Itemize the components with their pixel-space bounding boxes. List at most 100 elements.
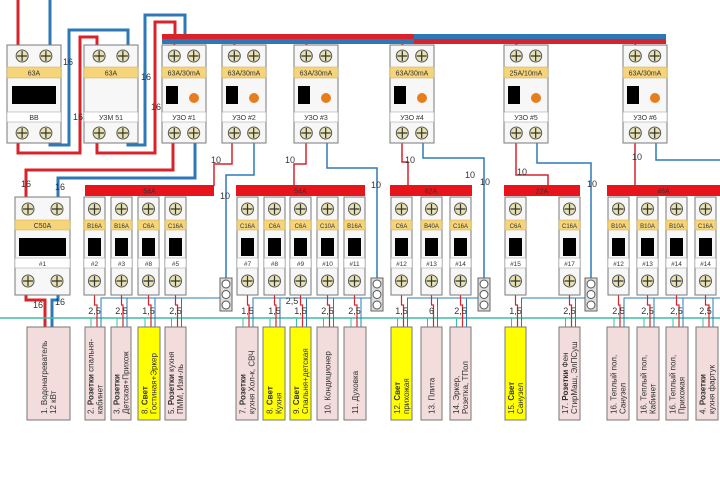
load-label: 16. Теплый пол, [610,355,619,414]
breaker-name: #3 [118,261,126,268]
neutral-wire [181,297,226,327]
breaker-10: B16A#11 [343,196,366,296]
wire-gauge-label: 1,5 [142,306,155,316]
load-label: Санузел [516,383,525,414]
test-button-icon [189,93,199,103]
breaker-name: #2 [91,261,99,268]
wire [655,143,720,161]
load-text: Прихожая [678,377,687,414]
load-label: 8. Свет [141,386,150,414]
busbar-label: 46A [657,189,670,196]
breaker-6: C16A#7 [236,196,259,296]
rating-label: B10A [611,224,626,230]
breaker-14: C6A#15 [504,196,527,296]
load-label: Гостиная+Эркер [150,353,159,414]
rating-label: B16A [87,224,102,230]
device-name: УЗО #1 [172,115,196,122]
neutral-wire [306,297,377,327]
rating-label: C16A [562,224,577,230]
load-13: 14. Эркер,Розетка, ТПол [449,326,472,421]
load-type: Розетки [699,374,708,405]
wire-gauge-label: 2,5 [115,306,128,316]
neutral-wire [407,297,484,327]
breaker-9: C10A#10 [316,196,339,296]
rating-label: 63A/30mA [396,71,429,78]
load-label: Кабинет [649,383,658,414]
load-label: 2. Розетки спальня- [87,339,96,414]
toggle-lever-icon [115,238,128,256]
device-name: ВВ [29,115,39,122]
phase-wire [174,295,179,327]
load-text: Гостиная+Эркер [150,353,159,414]
load-text: прихожая [402,378,411,414]
load-label: 16. Теплый пол, [640,355,649,414]
phase-wire [147,295,152,327]
load-label: 11. Духовка [351,370,360,414]
breaker-name: #14 [700,261,711,268]
load-9: 10. Кондиционер [316,326,339,421]
rating-label: 63A/30mA [228,71,261,78]
wire-gauge-label: 10 [480,177,490,187]
load-label: кухня фартук [708,364,717,414]
load-label: 7. Розетки [239,374,248,414]
wire-gauge-label: 16 [55,297,65,307]
toggle-lever-icon [395,238,408,256]
toggle-lever-icon [641,238,654,256]
phase-wire [675,295,680,327]
breaker-18: B10A#14 [665,196,688,296]
load-label: Кухня [275,393,284,414]
wire-gauge-label: 6 [429,306,434,316]
wire-gauge-label: 1,5 [241,306,254,316]
wire [56,133,197,200]
load-text: кухня фартук [708,364,717,414]
toggle-lever-icon [699,238,712,256]
wire-gauge-label: 10 [371,180,381,190]
test-button-icon [650,93,660,103]
rating-label: C6A [295,224,307,230]
phase-wire [704,295,710,327]
load-text: 16. Теплый пол, [640,355,649,414]
wire-gauge-label: 16 [63,57,73,67]
load-label: 13. Плита [428,377,437,414]
busbar-1 [85,185,214,196]
load-type: Свет [266,386,275,405]
wire [401,143,409,186]
neutral-bus [414,34,666,39]
rating-label: 63A [105,71,118,78]
load-label: 12. Свет [393,382,402,414]
rating-label: 25A/10mA [510,71,543,78]
neutral-terminal-block [219,277,233,312]
load-label: Детская+Прихож [122,351,131,414]
wire-gauge-label: 16 [141,72,151,82]
wire [24,133,175,200]
breaker-name: #11 [349,261,360,268]
load-text: 14. Эркер, [452,376,461,414]
toggle-lever-icon [612,238,625,256]
load-label: 5. Розетки кухня [167,352,176,414]
wire [16,35,99,155]
toggle-lever-icon [394,86,406,104]
phase-wire [120,295,124,327]
rating-label: C6A [396,224,408,230]
wire-gauge-label: 2,5 [699,306,712,316]
load-type: Свет [507,382,516,401]
toggle-lever-icon [321,238,334,256]
neutral-wire [682,297,720,327]
breaker-7: C6A#8 [263,196,286,296]
busbar-2 [236,185,365,196]
toggle-lever-icon [294,238,307,256]
load-text: 17. [561,401,570,414]
load-text: 13. Плита [428,377,437,414]
phase-wire [617,295,621,327]
load-label: Санузел [619,383,628,414]
rating-label: C50A [34,223,52,230]
load-text: 11. Духовка [351,370,360,414]
wire-gauge-label: 1,5 [395,306,408,316]
